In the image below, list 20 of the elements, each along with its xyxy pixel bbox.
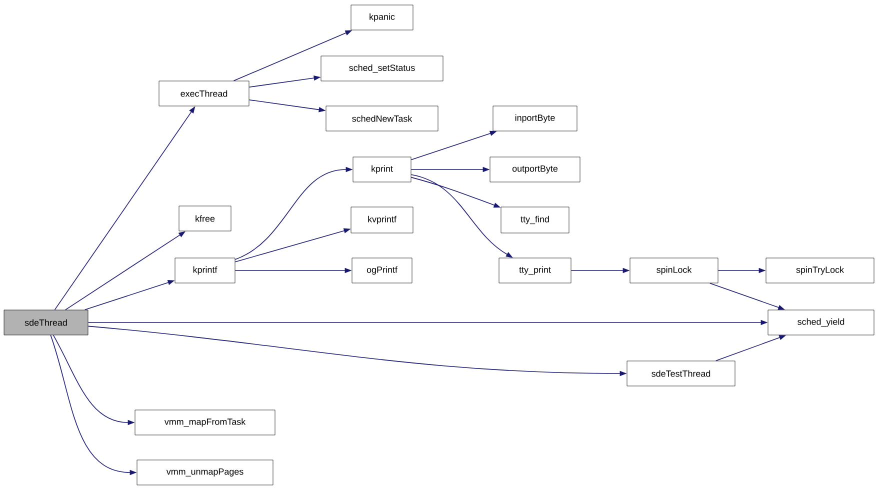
function-box: inportByte bbox=[492, 106, 578, 132]
function-box: sdeTestThread bbox=[626, 360, 736, 386]
function-box: spinTryLock bbox=[766, 258, 874, 284]
function-box: sched_yield bbox=[768, 310, 874, 336]
function-box: schedNewTask bbox=[326, 106, 438, 132]
function-box: spinLock bbox=[630, 258, 718, 284]
function-box: kvprintf bbox=[350, 206, 414, 234]
function-box: kfree bbox=[178, 206, 232, 232]
function-box: kprintf bbox=[174, 258, 236, 284]
function-box: sched_setStatus bbox=[320, 56, 444, 82]
function-box: ogPrintf bbox=[352, 258, 412, 284]
function-box: execThread bbox=[158, 80, 250, 106]
function-box: outportByte bbox=[490, 156, 580, 182]
function-box: vmm_mapFromTask bbox=[134, 410, 276, 436]
function-box: tty_print bbox=[498, 258, 572, 284]
function-box: tty_find bbox=[500, 206, 570, 234]
function-box: vmm_unmapPages bbox=[136, 460, 274, 486]
function-box: kpanic bbox=[350, 4, 414, 30]
function-box: sdeThread bbox=[4, 310, 88, 336]
function-box: kprint bbox=[352, 156, 412, 182]
